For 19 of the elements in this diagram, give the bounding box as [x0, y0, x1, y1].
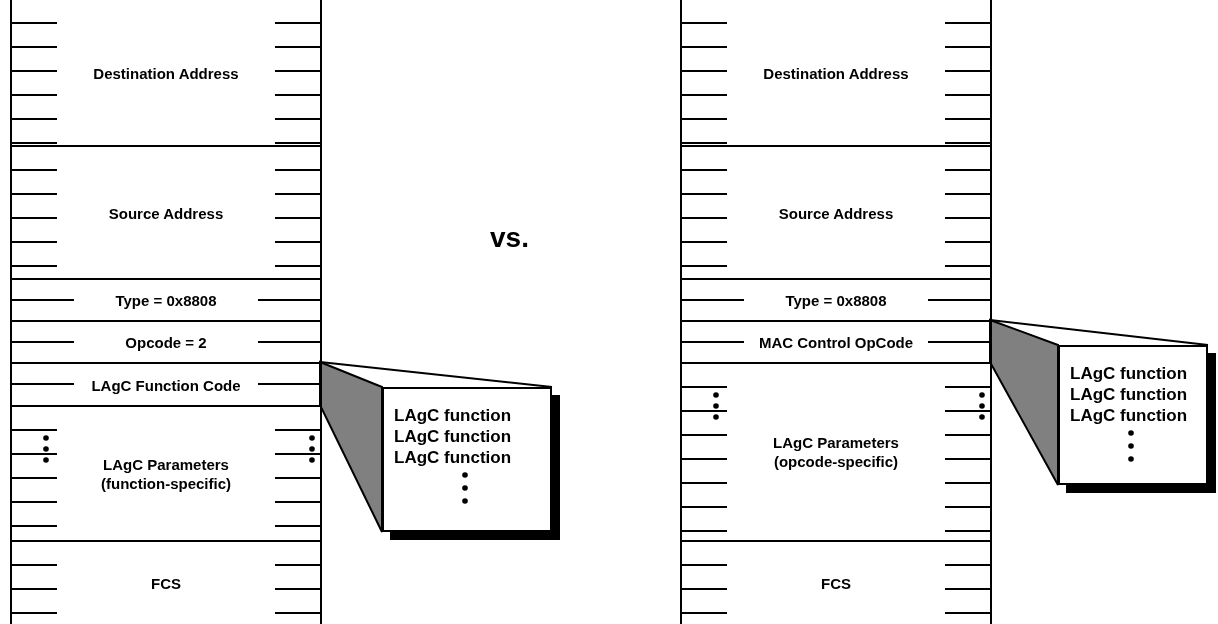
callout-text: LAgC function — [394, 426, 513, 447]
field-label: Destination Address — [762, 63, 910, 82]
callout-text: LAgC function — [1070, 405, 1189, 426]
callout-text: LAgC function — [394, 405, 513, 426]
frame-format-box — [680, 0, 992, 624]
field-label: LAgC Parameters (opcode-specific) — [772, 433, 900, 471]
callout-text: LAgC function — [1070, 363, 1189, 384]
frame-format-box — [10, 0, 322, 624]
field-label: Source Address — [107, 203, 225, 222]
field-label: Source Address — [777, 203, 895, 222]
field-label: LAgC Parameters (function-specific) — [100, 454, 232, 493]
field-label: FCS — [150, 573, 182, 593]
comparison-label: vs. — [490, 222, 529, 254]
callout-text: LAgC function — [394, 447, 513, 468]
callout-projection — [989, 318, 1209, 486]
callout-projection — [319, 360, 553, 533]
field-label: FCS — [820, 573, 852, 593]
field-label: Destination Address — [92, 63, 240, 82]
callout-text: LAgC function — [1070, 384, 1189, 405]
